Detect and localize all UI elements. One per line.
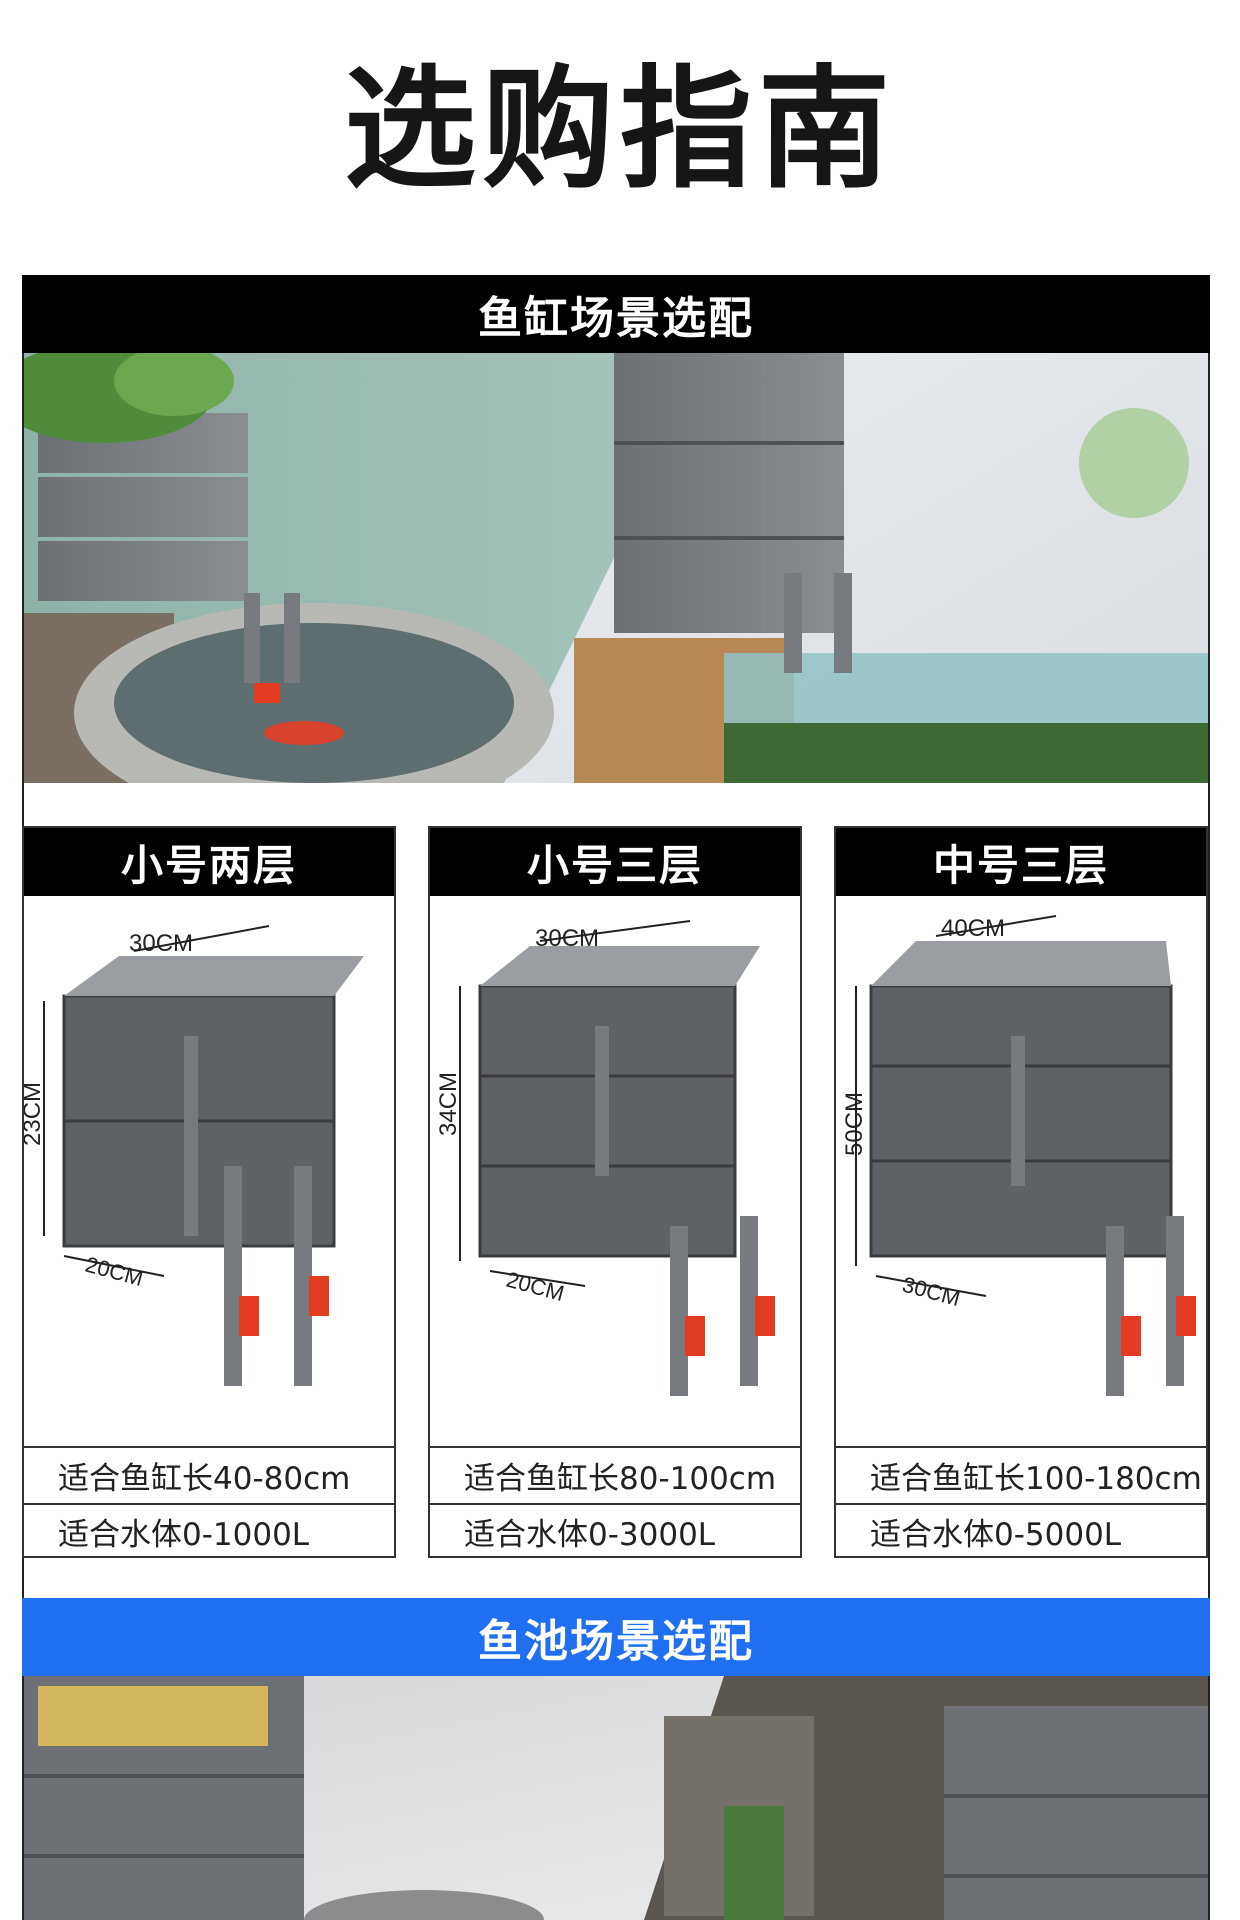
product-name: 小号三层 — [430, 828, 800, 896]
dim-height-label: 34CM — [435, 1072, 462, 1136]
product-image: 40CM 50CM 30CM — [836, 896, 1206, 1448]
dim-depth-label: 30CM — [900, 1272, 963, 1311]
tank-length-spec: 适合鱼缸长100-180cm — [870, 1461, 1202, 1497]
dim-height-label: 23CM — [24, 1082, 46, 1146]
dim-depth-label: 20CM — [504, 1267, 567, 1306]
water-volume-spec: 适合水体0-5000L — [836, 1503, 1206, 1558]
product-image: 30CM 34CM 20CM — [430, 896, 800, 1448]
dim-depth-label: 20CM — [83, 1252, 146, 1291]
water-volume-spec: 适合水体0-1000L — [24, 1503, 394, 1558]
page-title: 选购指南 — [344, 53, 896, 207]
tank-length-spec: 适合鱼缸长40-80cm — [58, 1461, 351, 1497]
aquarium-scene-photo — [24, 353, 1208, 783]
dim-width-label: 30CM — [535, 925, 599, 952]
pond-scene-photo — [24, 1676, 1208, 1920]
product-card-small-two-layer[interactable]: 小号两层 30CM 23CM 20CM 适合鱼缸长40-80cm 适合水体0-1… — [19, 826, 396, 1558]
product-name: 中号三层 — [836, 828, 1206, 896]
pond-section-header: 鱼池场景选配 — [22, 1598, 1210, 1676]
tank-length-spec: 适合鱼缸长80-100cm — [464, 1461, 777, 1497]
water-volume-spec: 适合水体0-3000L — [430, 1503, 800, 1558]
dim-width-label: 40CM — [941, 915, 1005, 942]
dim-width-label: 30CM — [129, 930, 193, 957]
product-name: 小号两层 — [24, 828, 394, 896]
product-card-small-three-layer[interactable]: 小号三层 30CM 34CM 20CM 适合鱼缸长80-100cm 适合水体0-… — [428, 826, 802, 1558]
dim-height-label: 50CM — [841, 1092, 868, 1156]
aquarium-section-header: 鱼缸场景选配 — [22, 275, 1210, 353]
product-card-medium-three-layer[interactable]: 中号三层 40CM 50CM 30CM 适合鱼缸长100-180cm 适合水体0… — [834, 826, 1208, 1558]
product-image: 30CM 23CM 20CM — [19, 896, 394, 1448]
